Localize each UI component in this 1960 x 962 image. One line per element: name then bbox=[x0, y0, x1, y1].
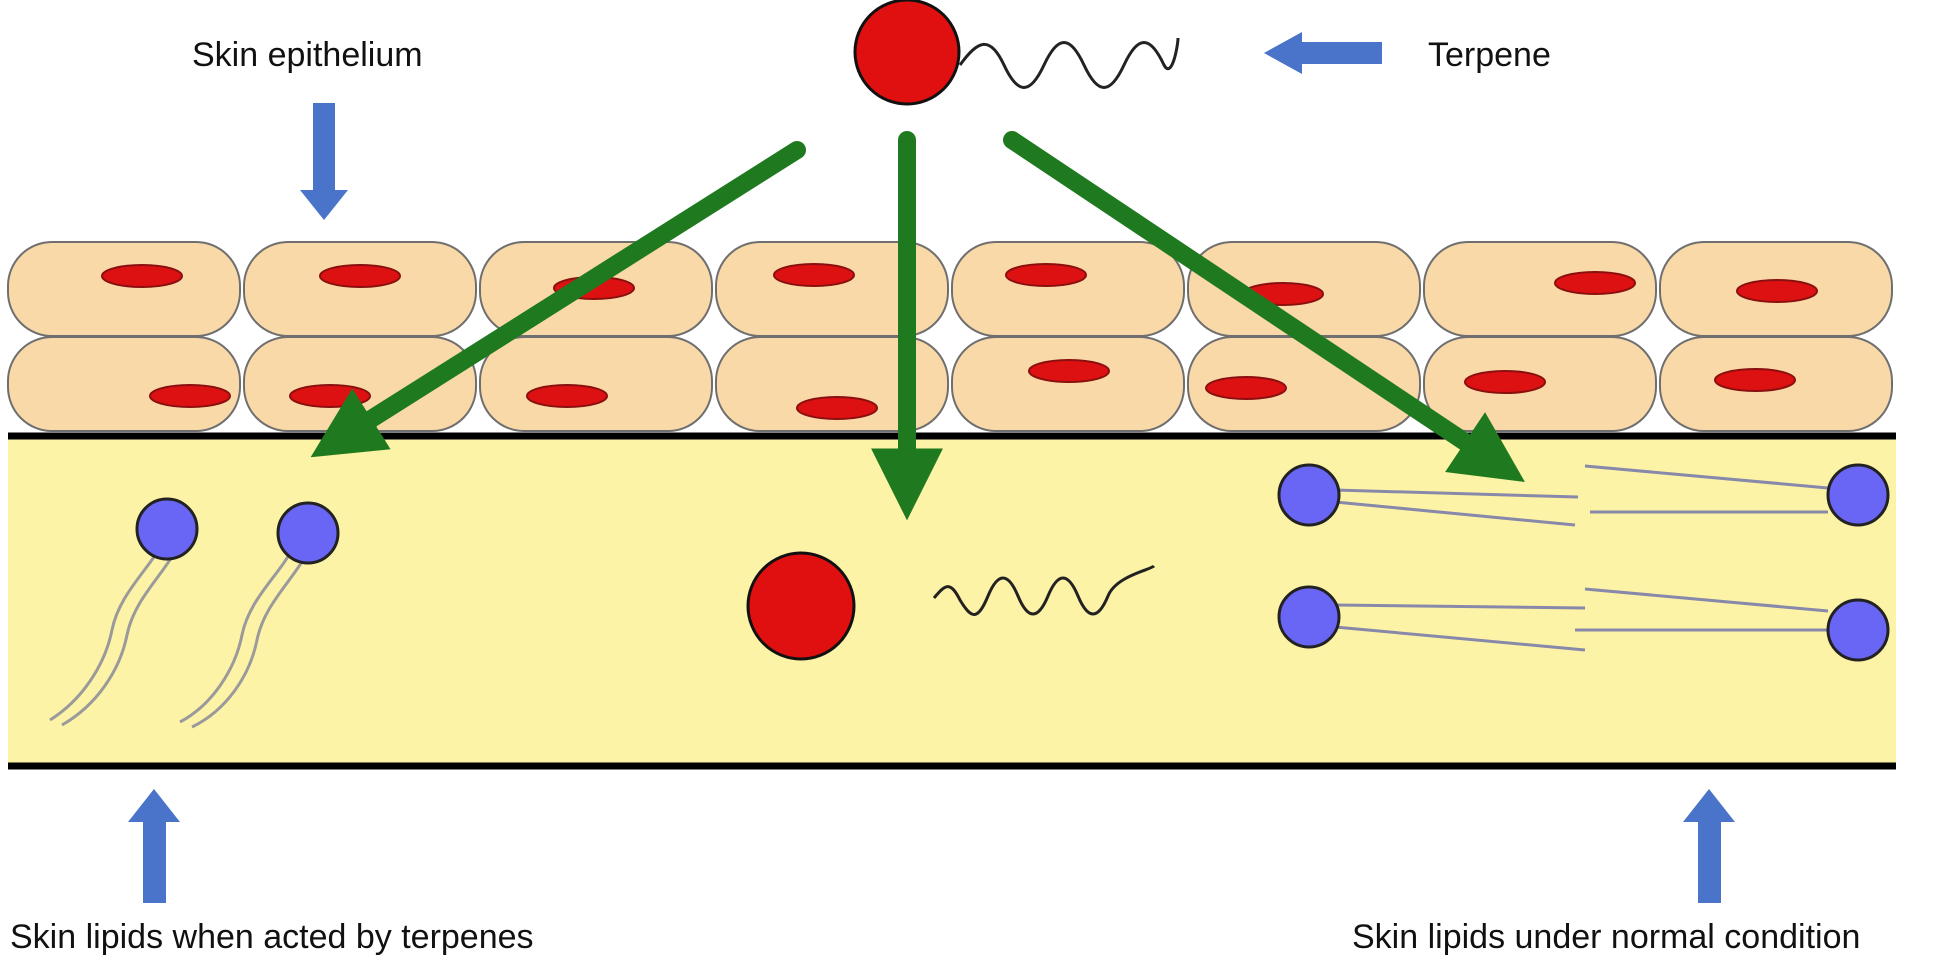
lipid-molecule-icon bbox=[1277, 585, 1341, 649]
disordered-lipids bbox=[49, 497, 340, 729]
lipids-acted-label: Skin lipids when acted by terpenes bbox=[10, 918, 534, 956]
skin-epithelium-label: Skin epithelium bbox=[192, 36, 423, 74]
acted-lipids-pointer-arrow bbox=[128, 789, 180, 903]
cell-nucleus bbox=[289, 384, 371, 408]
lipid-bilayer-pair-bottom bbox=[1277, 585, 1890, 662]
cell-nucleus bbox=[101, 264, 183, 288]
epithelial-cell bbox=[715, 336, 949, 432]
lipid-molecule-icon bbox=[49, 497, 199, 727]
lipid-bilayer-pair-top bbox=[1277, 463, 1890, 527]
terpene-molecule-in-lipid-icon bbox=[746, 551, 1156, 661]
cell-nucleus bbox=[1005, 263, 1087, 287]
cell-nucleus bbox=[1714, 368, 1796, 392]
lipid-molecule-icon bbox=[1826, 463, 1890, 527]
cell-nucleus bbox=[319, 264, 401, 288]
penetration-arrow-right bbox=[1003, 131, 1525, 482]
cell-nucleus bbox=[526, 384, 608, 408]
lipids-normal-label: Skin lipids under normal condition bbox=[1352, 918, 1861, 956]
penetration-arrows bbox=[310, 131, 1525, 521]
pointer-arrows bbox=[128, 32, 1735, 903]
cell-nucleus bbox=[1554, 271, 1636, 295]
epithelial-cell bbox=[243, 241, 477, 337]
cell-nucleus bbox=[149, 384, 231, 408]
cell-nucleus bbox=[1464, 370, 1546, 394]
epithelial-cell bbox=[951, 241, 1185, 337]
cell-nucleus bbox=[1205, 376, 1287, 400]
epithelial-cell bbox=[7, 336, 241, 432]
skin-epithelium-cells bbox=[7, 241, 1893, 432]
terpene-label: Terpene bbox=[1428, 36, 1551, 74]
cell-nucleus bbox=[1028, 359, 1110, 383]
lipid-molecule-icon bbox=[1277, 463, 1341, 527]
cell-nucleus bbox=[796, 396, 878, 420]
lipid-molecule-icon bbox=[179, 501, 340, 729]
epithelial-cell bbox=[7, 241, 241, 337]
normal-lipids-pointer-arrow bbox=[1683, 789, 1735, 903]
penetration-arrow-left bbox=[310, 141, 806, 458]
epithelium-pointer-arrow bbox=[300, 103, 348, 220]
terpene-molecule-icon bbox=[853, 0, 1180, 106]
ordered-lipids bbox=[1277, 463, 1890, 662]
lipid-molecule-icon bbox=[1826, 598, 1890, 662]
lipid-layer-fill bbox=[8, 436, 1896, 766]
cell-nucleus bbox=[773, 263, 855, 287]
lipid-layer bbox=[8, 432, 1896, 770]
epithelial-cell bbox=[479, 336, 713, 432]
cell-nucleus bbox=[1736, 279, 1818, 303]
epithelial-cell bbox=[951, 336, 1185, 432]
terpene-pointer-arrow bbox=[1264, 32, 1382, 74]
